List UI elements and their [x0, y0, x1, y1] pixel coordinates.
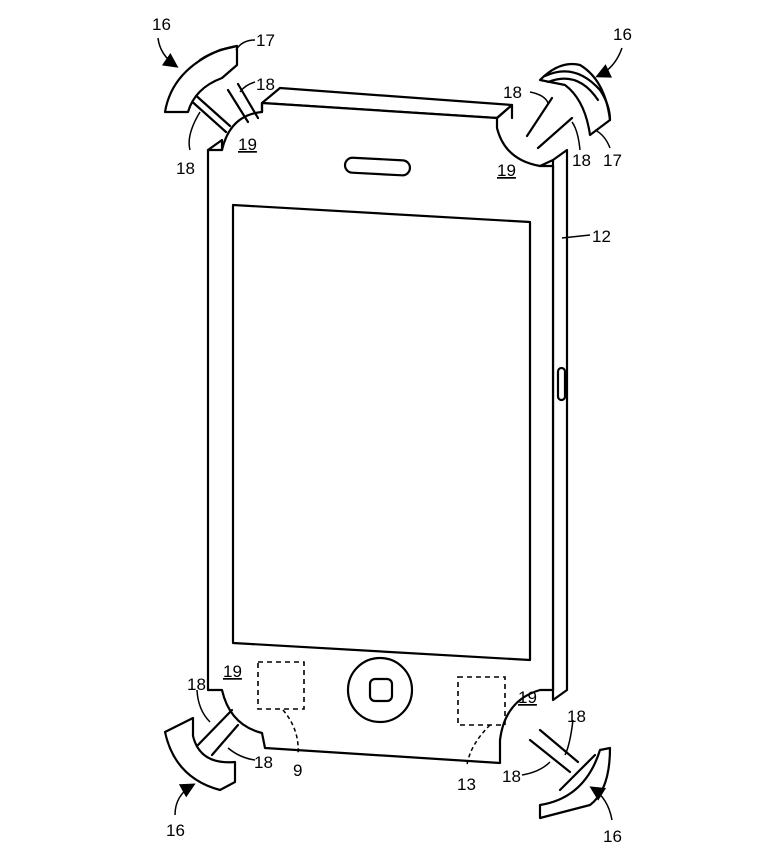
label-18-top-right-a: 18 — [503, 83, 522, 102]
label-18-bottom-left-b: 18 — [254, 753, 273, 772]
home-button-square-icon — [368, 677, 394, 703]
label-19-top-left: 19 — [238, 135, 257, 154]
label-19-top-right: 19 — [497, 161, 516, 180]
label-9: 9 — [293, 761, 302, 780]
label-17-top-right: 17 — [603, 151, 622, 170]
label-16-top-left: 16 — [152, 15, 171, 34]
label-16-bottom-left: 16 — [166, 821, 185, 840]
label-19-bottom-left: 19 — [223, 662, 242, 681]
label-18-top-left-a: 18 — [256, 75, 275, 94]
home-button — [346, 656, 414, 724]
bumper-bottom-right — [528, 728, 612, 820]
label-16-bottom-right: 16 — [603, 827, 622, 846]
display-screen — [231, 203, 532, 662]
bumper-bottom-left — [163, 708, 240, 792]
label-18-top-right-b: 18 — [572, 151, 591, 170]
label-18-top-left-b: 18 — [176, 159, 195, 178]
label-16-top-right: 16 — [613, 25, 632, 44]
label-18-bottom-right-b: 18 — [502, 767, 521, 786]
side-button — [556, 366, 567, 402]
label-18-bottom-right-a: 18 — [567, 707, 586, 726]
phone-case-body — [206, 86, 569, 765]
component-13-outline — [457, 676, 506, 726]
label-19-bottom-right: 19 — [518, 688, 537, 707]
label-13: 13 — [457, 775, 476, 794]
label-17-top-left: 17 — [256, 31, 275, 50]
label-12-case: 12 — [592, 227, 611, 246]
label-18-bottom-left-a: 18 — [187, 675, 206, 694]
component-9-outline — [257, 661, 305, 710]
bumper-top-right — [525, 62, 612, 150]
bumper-top-left — [163, 44, 260, 134]
speaker-slot — [343, 156, 412, 177]
